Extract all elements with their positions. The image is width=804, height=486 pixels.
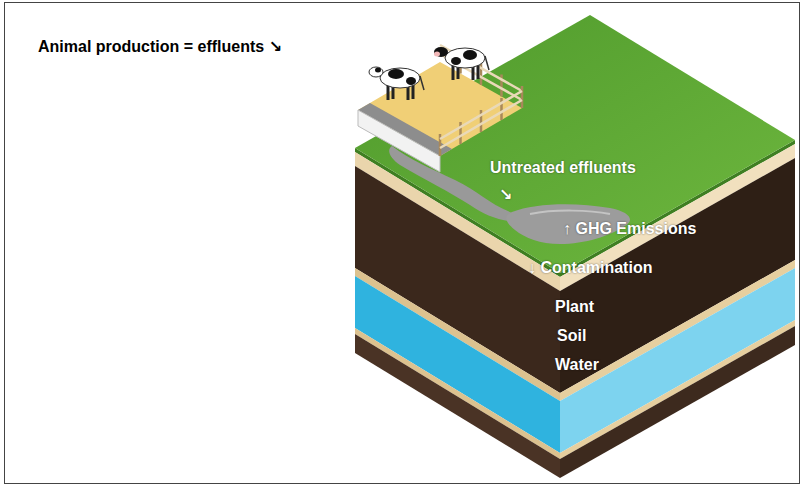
cow-body — [445, 48, 485, 68]
frame-border — [5, 3, 800, 484]
fence-rail — [440, 100, 522, 148]
cow-tail — [485, 56, 489, 70]
cow-head — [434, 47, 448, 57]
fence-front — [440, 86, 522, 156]
layer-label: Soil — [557, 327, 586, 345]
cow-patch — [375, 68, 381, 73]
fence-back — [440, 45, 522, 100]
effluent-stream — [389, 146, 522, 222]
layer-label: Water — [555, 356, 599, 374]
arrow-symbol: ↘ — [499, 186, 512, 204]
cow-patch — [463, 50, 477, 60]
grass-top — [355, 15, 795, 273]
cow-tail — [420, 76, 424, 90]
contamination-label: ↓ Contamination — [528, 259, 652, 277]
cow-patch — [388, 69, 404, 79]
fence-rail — [440, 91, 522, 139]
emission-label: ↑ GHG Emissions — [563, 220, 696, 238]
cow-patch — [406, 77, 416, 85]
cow-head — [369, 67, 383, 77]
bedrock-layer — [560, 326, 795, 478]
bedrock-layer — [355, 334, 560, 478]
cow-figure — [434, 47, 489, 80]
sand-layer — [560, 320, 795, 459]
cow-patch — [451, 57, 461, 65]
sand-layer — [355, 328, 560, 459]
fence-rail — [440, 45, 522, 91]
cow-figure — [369, 67, 424, 100]
barn-wall — [358, 110, 440, 172]
layer-label: Plant — [555, 298, 594, 316]
heading-text: Animal production = effluents ↘ — [38, 38, 282, 56]
fence-post — [521, 86, 524, 108]
flow-label: Untreated effluents — [490, 159, 636, 177]
cow-muzzle — [434, 52, 440, 57]
pool-highlight — [530, 211, 610, 214]
cow-body — [380, 68, 420, 88]
